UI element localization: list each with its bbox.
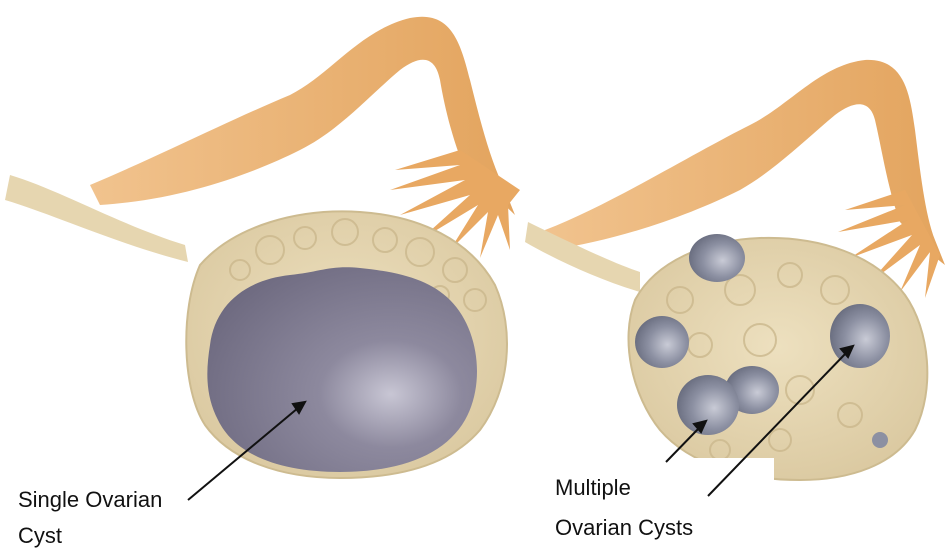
cyst-bottom-a: [677, 375, 739, 435]
cyst-top: [689, 234, 745, 282]
ovary-right: [628, 234, 927, 480]
label-multiple-line1: Multiple: [555, 468, 693, 508]
label-multiple-ovarian-cysts: Multiple Ovarian Cysts: [555, 468, 693, 548]
label-single-line1: Single Ovarian: [18, 482, 162, 518]
ovary-left: [186, 211, 507, 478]
cyst-edge: [872, 432, 888, 448]
cyst-left: [635, 316, 689, 368]
single-cyst: [207, 267, 477, 472]
label-multiple-line2: Ovarian Cysts: [555, 508, 693, 548]
label-single-ovarian-cyst: Single Ovarian Cyst: [18, 482, 162, 554]
label-single-line2: Cyst: [18, 518, 162, 554]
cyst-right: [830, 304, 890, 368]
